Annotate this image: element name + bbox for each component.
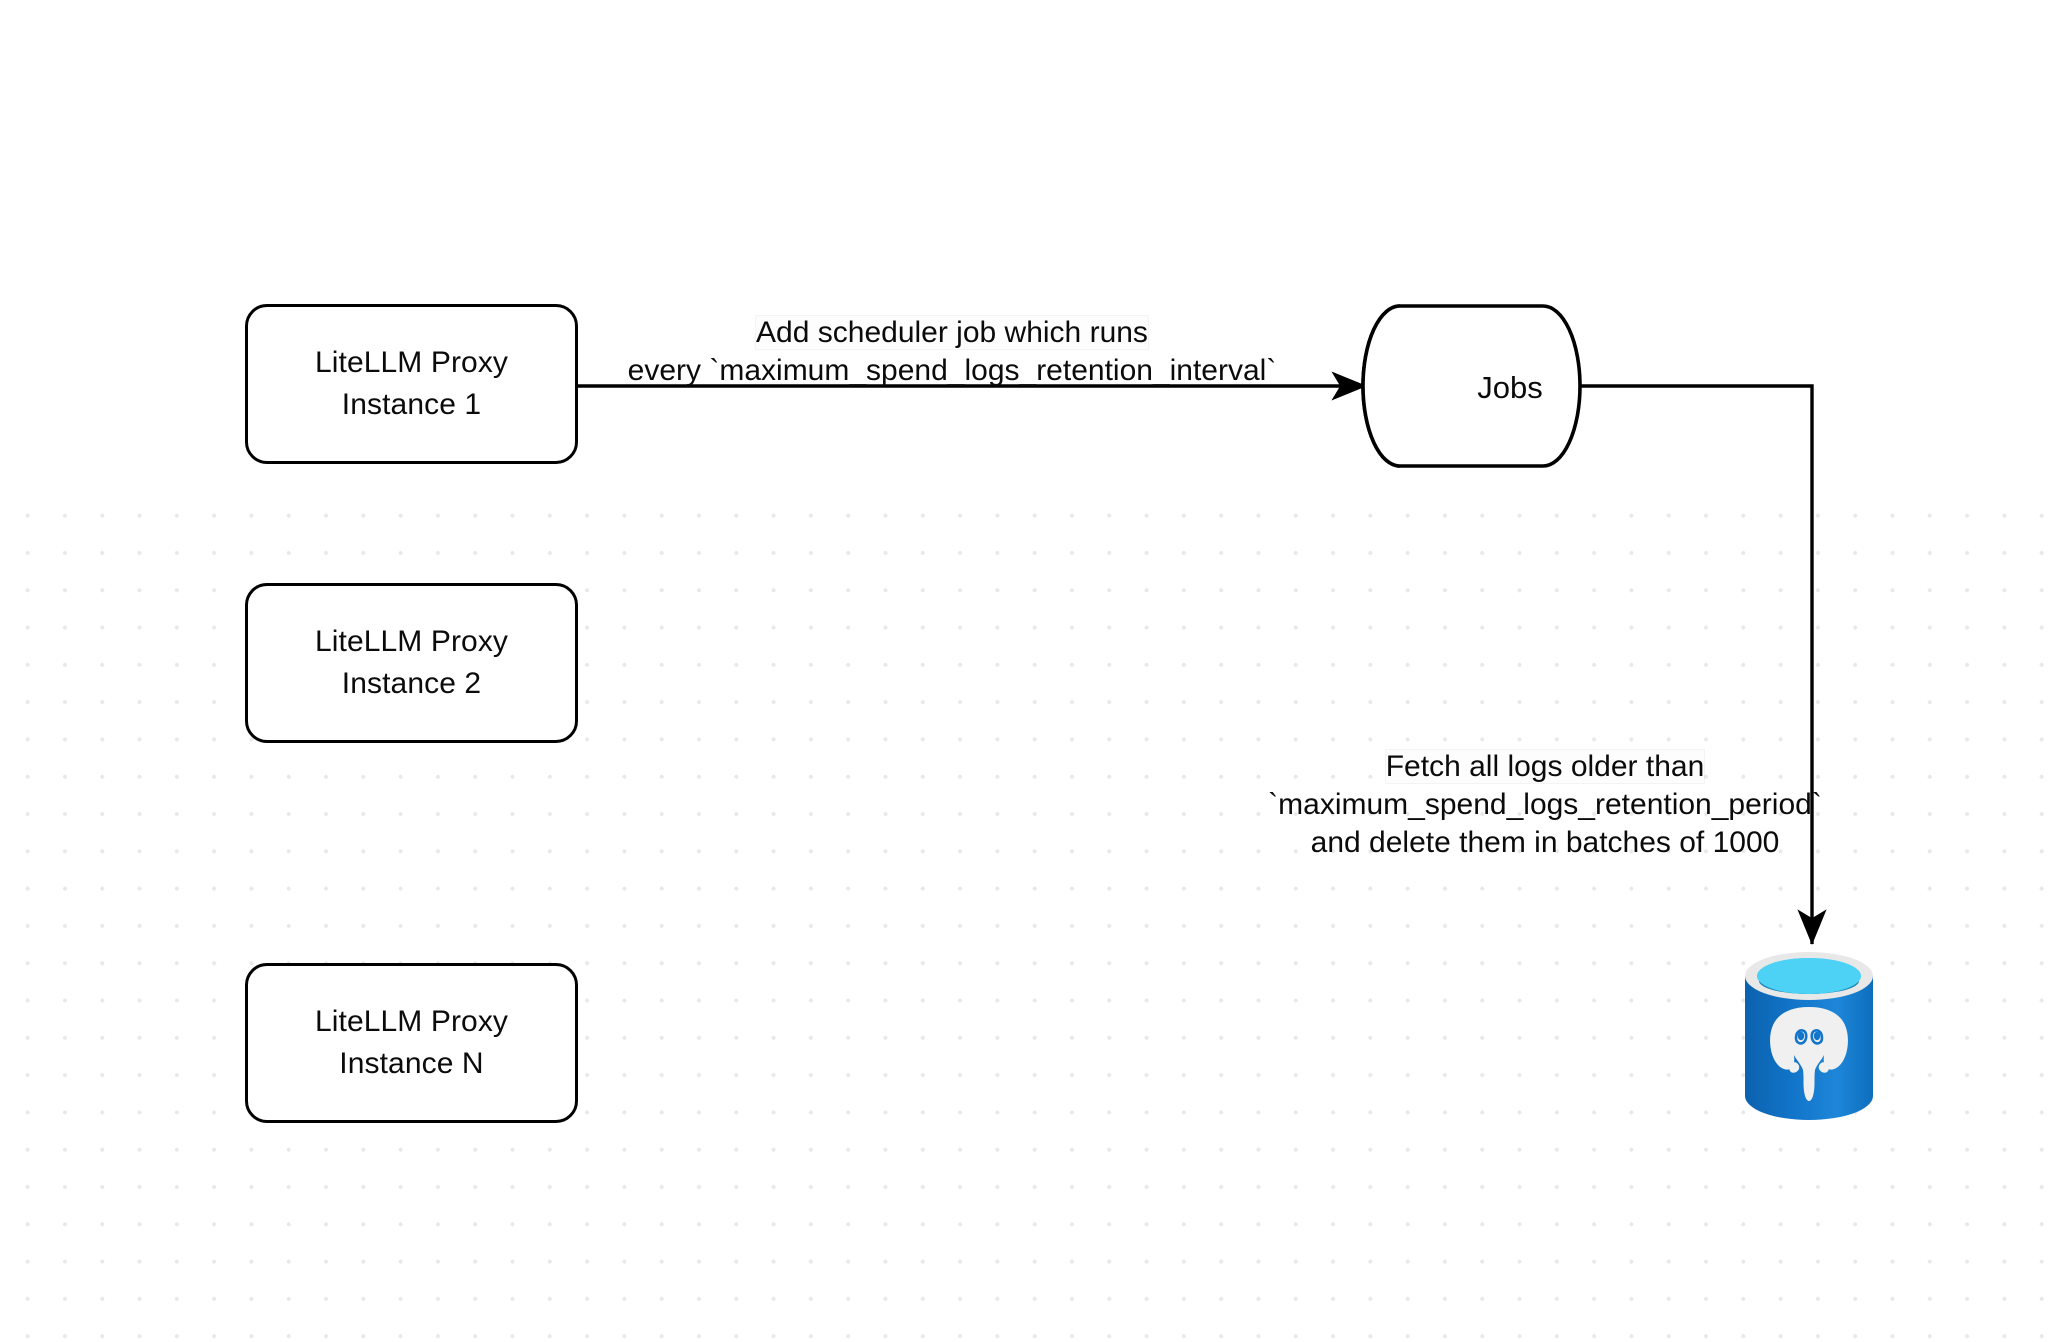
node-litellm-proxy-instance-n[interactable]: LiteLLM Proxy Instance N <box>245 963 578 1123</box>
node-litellm-proxy-instance-2[interactable]: LiteLLM Proxy Instance 2 <box>245 583 578 743</box>
node-label-line-2: Instance N <box>339 1047 484 1080</box>
postgresql-database-icon[interactable] <box>1743 950 1875 1122</box>
edge-label-line-3: and delete them in batches of 1000 <box>1310 826 1780 859</box>
elephant-tusks <box>1789 1062 1829 1073</box>
node-label-line-2: Instance 1 <box>341 388 482 421</box>
edge-label-scheduler: Add scheduler job which runs every `maxi… <box>600 314 1304 390</box>
edge-jobs-to-database <box>1580 384 1827 946</box>
node-litellm-proxy-instance-1[interactable]: LiteLLM Proxy Instance 1 <box>245 304 578 464</box>
node-label-line-2: Instance 2 <box>341 667 482 700</box>
node-label-line-1: LiteLLM Proxy <box>314 1005 509 1038</box>
elephant-eyes <box>1794 1029 1824 1045</box>
jobs-cylinder-shape <box>1361 304 1582 468</box>
node-label-line-1: LiteLLM Proxy <box>314 625 509 658</box>
edge-label-line-2: every `maximum_spend_logs_retention_inte… <box>627 354 1277 387</box>
edge-label-fetch-delete: Fetch all logs older than `maximum_spend… <box>1215 748 1875 862</box>
edge-label-line-2: `maximum_spend_logs_retention_period` <box>1268 788 1822 821</box>
edge-label-line-1: Fetch all logs older than <box>1385 750 1705 783</box>
elephant-pupils <box>1797 1031 1821 1041</box>
edge-label-line-1: Add scheduler job which runs <box>756 316 1148 349</box>
node-jobs-label: Jobs <box>1477 370 1543 405</box>
node-label-line-1: LiteLLM Proxy <box>314 346 509 379</box>
